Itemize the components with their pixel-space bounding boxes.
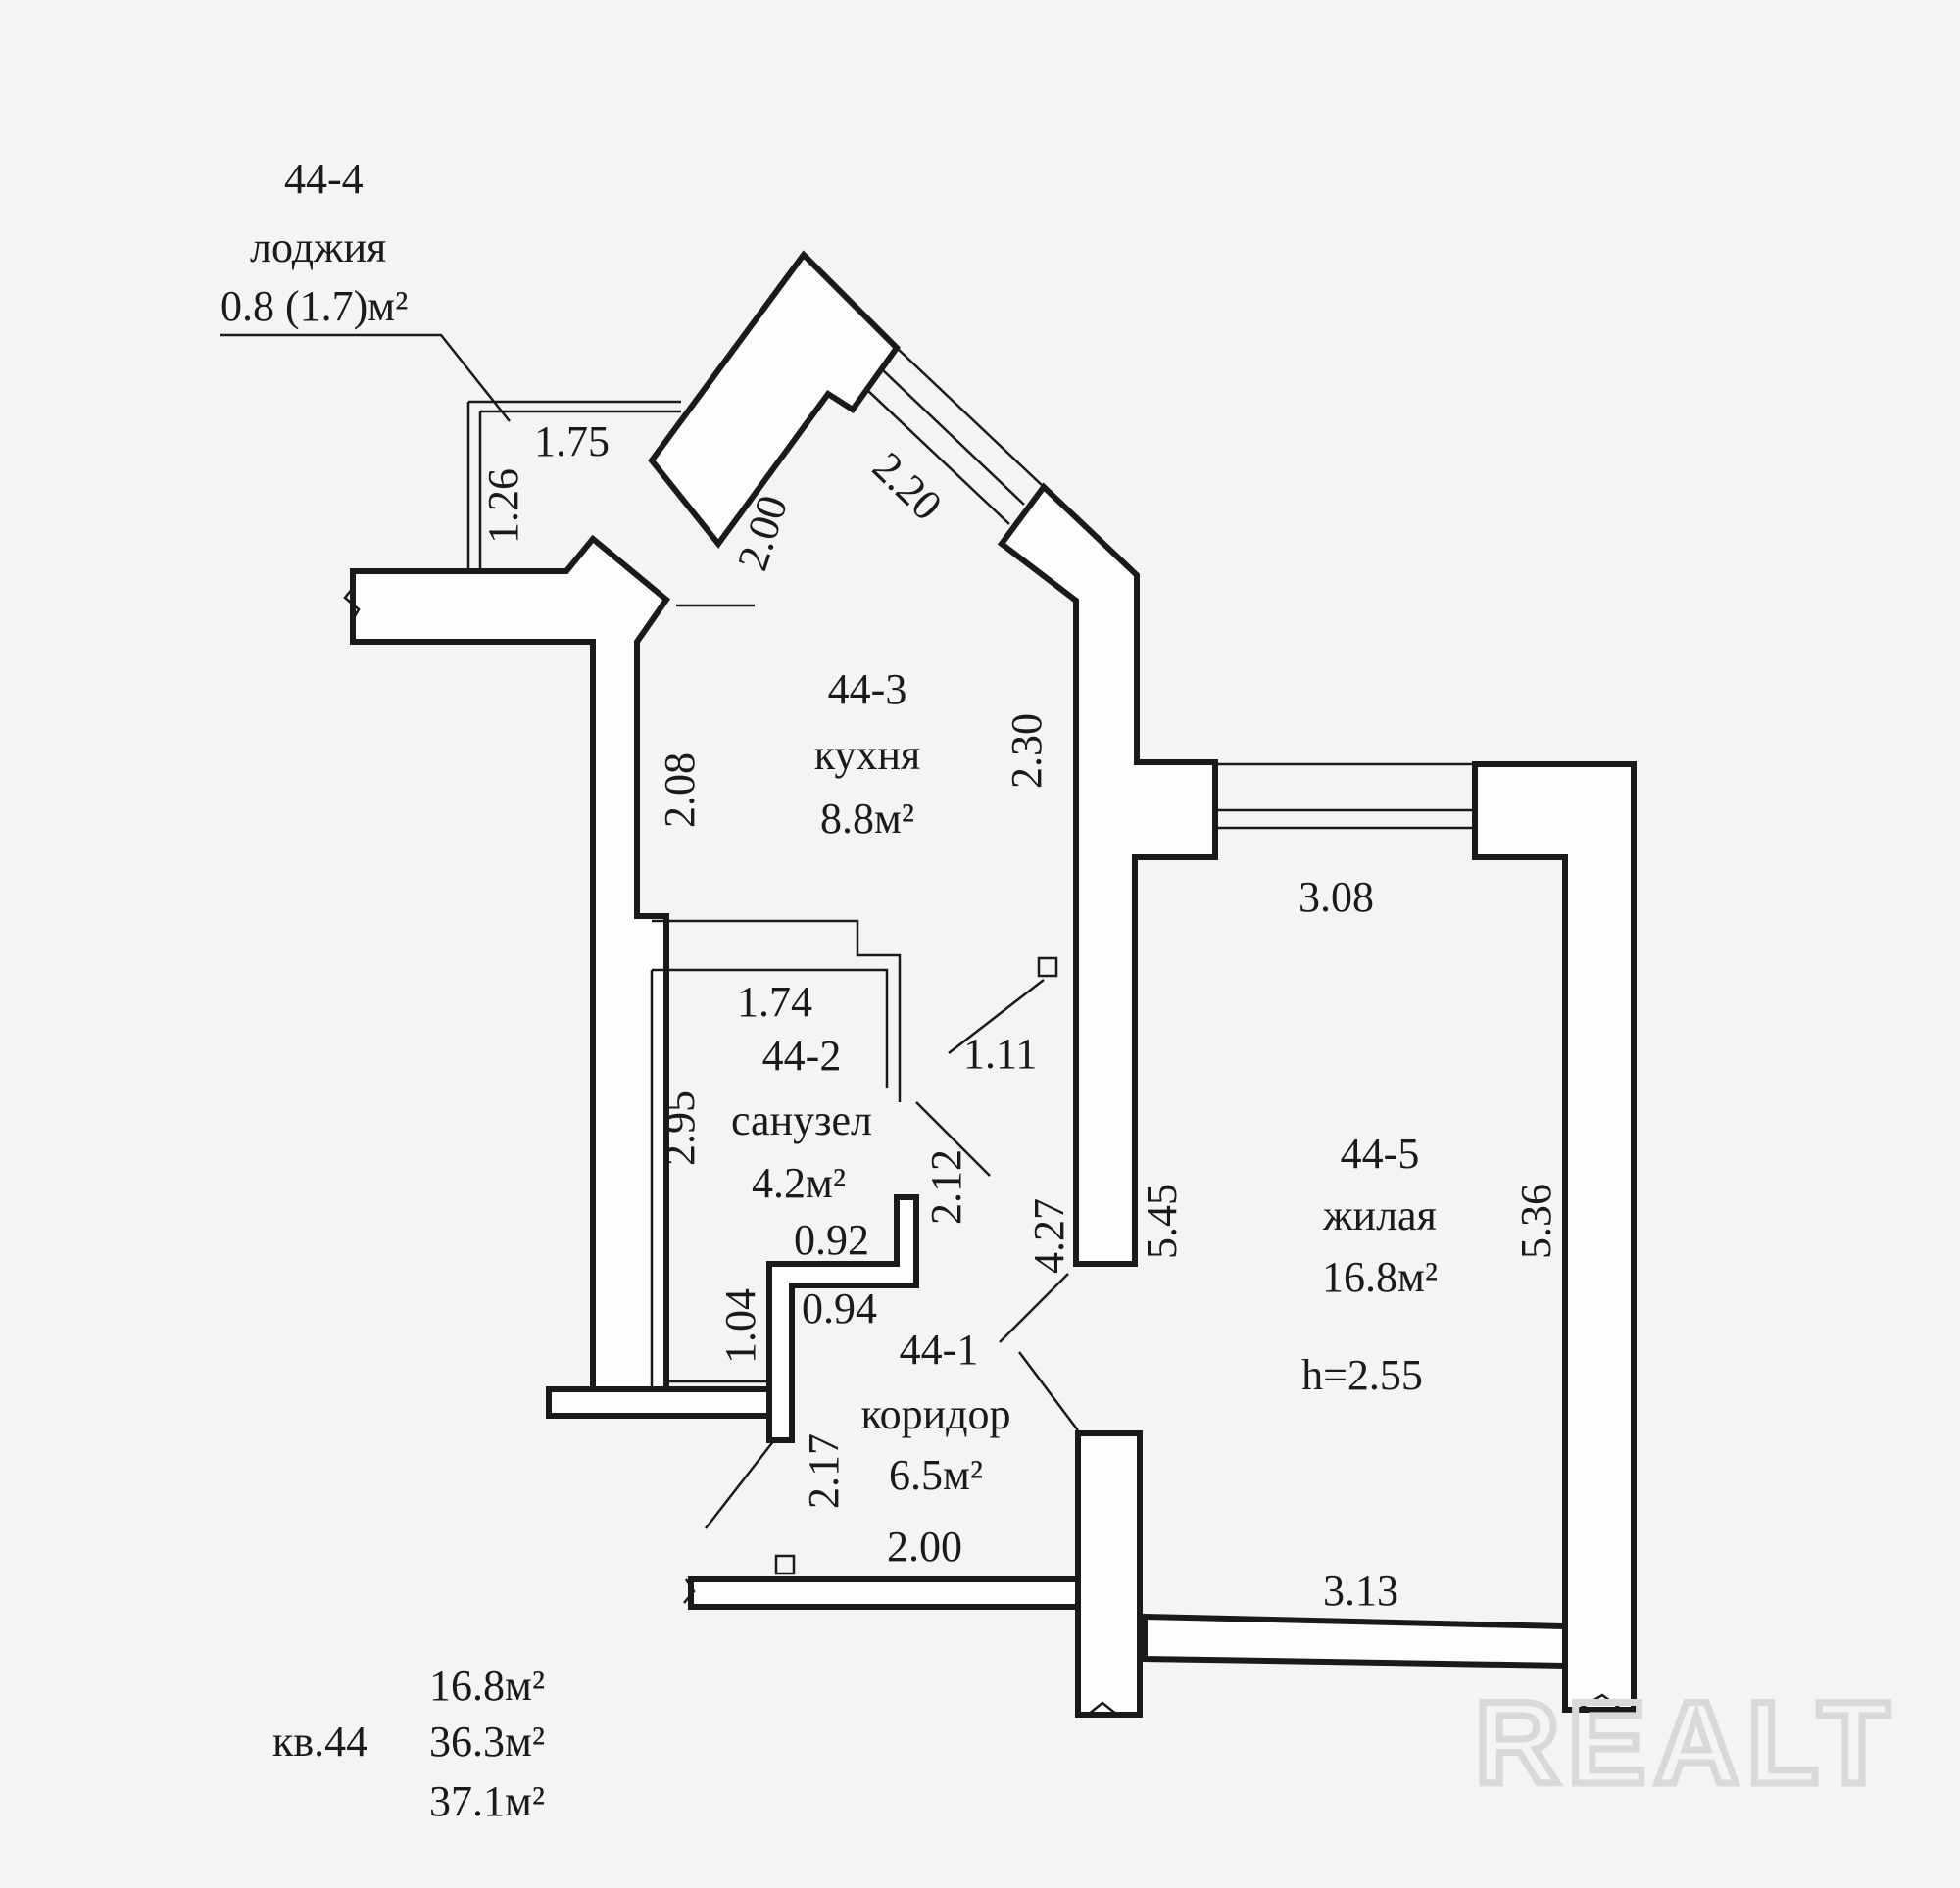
dim-corridor-entry: 2.17 xyxy=(800,1433,848,1509)
wall-bath-top xyxy=(652,919,902,1102)
pipe-marker-2 xyxy=(774,1554,796,1575)
break-mark-right xyxy=(1577,1693,1623,1712)
leader-loggia xyxy=(220,333,511,422)
dim-corridor-wall: 4.27 xyxy=(1025,1198,1073,1274)
dim-living-right: 5.36 xyxy=(1512,1184,1560,1259)
break-mark-left xyxy=(343,587,361,624)
leader-corridor-door xyxy=(999,1273,1069,1343)
loggia-area: 0.8 (1.7)м² xyxy=(220,282,408,330)
loggia-name: лоджия xyxy=(250,223,386,271)
dim-kitchen-left: 2.08 xyxy=(656,752,704,828)
kitchen-id: 44-3 xyxy=(828,665,907,713)
bathroom-name: санузел xyxy=(731,1096,872,1144)
dim-bath-top: 1.74 xyxy=(737,978,812,1026)
summary-apartment: кв.44 xyxy=(272,1718,368,1766)
watermark-logo: REALT xyxy=(1475,1677,1897,1809)
summary-living-area: 16.8м² xyxy=(429,1662,545,1710)
dim-loggia-width: 1.75 xyxy=(534,417,610,465)
living-height: h=2.55 xyxy=(1301,1351,1423,1399)
loggia-outline xyxy=(466,400,681,571)
summary-total-area: 36.3м² xyxy=(429,1718,545,1766)
bathroom-area: 4.2м² xyxy=(752,1159,846,1207)
dim-bath-left: 2.95 xyxy=(656,1090,704,1166)
leader-door-111 xyxy=(948,979,1045,1054)
dim-living-bottom: 3.13 xyxy=(1323,1567,1398,1615)
wall-niche xyxy=(766,1194,919,1443)
wall-living-bottom xyxy=(1142,1613,1568,1670)
bathroom-id: 44-2 xyxy=(762,1032,842,1080)
dim-living-top: 3.08 xyxy=(1298,873,1374,921)
leader-bath-door xyxy=(915,1101,991,1177)
dim-living-left: 5.45 xyxy=(1138,1184,1186,1259)
dim-bath-right: 2.12 xyxy=(922,1149,970,1225)
pipe-marker-1 xyxy=(1037,956,1058,978)
living-window xyxy=(1215,762,1475,830)
dim-niche-top: 0.92 xyxy=(794,1216,869,1264)
wall-kitchen-bay xyxy=(648,250,901,549)
dim-door-1: 1.11 xyxy=(963,1030,1037,1078)
wall-kitchen-right xyxy=(997,482,1218,1267)
kitchen-area: 8.8м² xyxy=(820,795,914,843)
wall-bottom-left xyxy=(546,1386,772,1419)
break-mark-bottom-left xyxy=(683,1578,696,1604)
living-id: 44-5 xyxy=(1341,1130,1420,1178)
living-area: 16.8м² xyxy=(1322,1253,1438,1301)
wall-living-right xyxy=(1472,761,1637,1713)
wall-left xyxy=(350,534,671,1392)
corridor-area: 6.5м² xyxy=(889,1451,983,1499)
wall-entry-right xyxy=(1075,1430,1143,1718)
area-summary: 16.8м² кв.44 36.3м² 37.1м² xyxy=(272,1662,545,1825)
wall-corridor-bottom xyxy=(688,1576,1081,1610)
leader-living-door xyxy=(1018,1351,1079,1431)
corridor-id: 44-1 xyxy=(900,1326,979,1374)
room-labels: 44-4 лоджия 0.8 (1.7)м² 44-3 кухня 8.8м²… xyxy=(220,155,1438,1499)
kitchen-name: кухня xyxy=(814,731,921,779)
kitchen-window xyxy=(866,347,1045,525)
dim-corridor-bottom: 2.00 xyxy=(887,1523,962,1571)
dim-niche-bottom: 0.94 xyxy=(802,1284,877,1332)
dim-kitchen-right: 2.30 xyxy=(1003,713,1051,789)
wall-bath-left xyxy=(650,970,769,1389)
summary-total-with-loggia: 37.1м² xyxy=(429,1777,545,1825)
walls xyxy=(350,250,1637,1718)
windows xyxy=(866,347,1475,830)
dim-loggia-depth: 1.26 xyxy=(479,468,527,544)
loggia-id: 44-4 xyxy=(284,155,364,203)
break-mark-bottom xyxy=(1087,1701,1118,1716)
dim-niche-side: 1.04 xyxy=(716,1288,764,1364)
corridor-name: коридор xyxy=(860,1390,1010,1438)
leader-entry xyxy=(705,1439,775,1529)
living-name: жилая xyxy=(1322,1191,1437,1239)
leaders xyxy=(220,333,1623,1716)
